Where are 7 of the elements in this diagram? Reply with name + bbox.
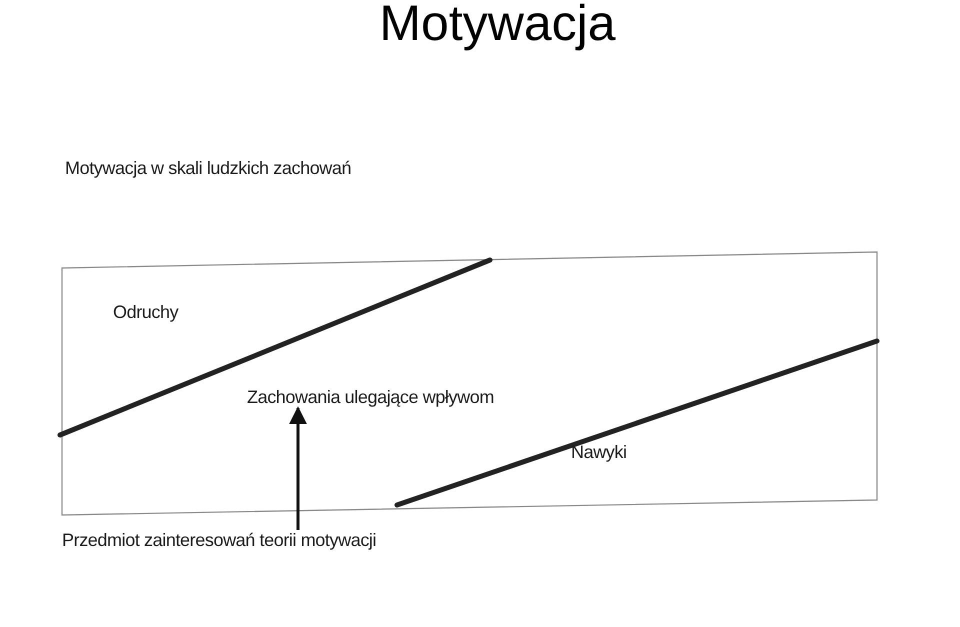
title: Motywacja: [378, 0, 617, 52]
region-label: Nawyki: [571, 442, 627, 463]
arrow: [289, 406, 307, 530]
caption-text: Przedmiot zainteresowań teorii motywacji: [62, 530, 376, 551]
region-label: Zachowania ulegające wpływom: [247, 387, 494, 408]
subtitle: Motywacja w skali ludzkich zachowań: [65, 158, 352, 179]
region-label: Odruchy: [113, 302, 178, 323]
